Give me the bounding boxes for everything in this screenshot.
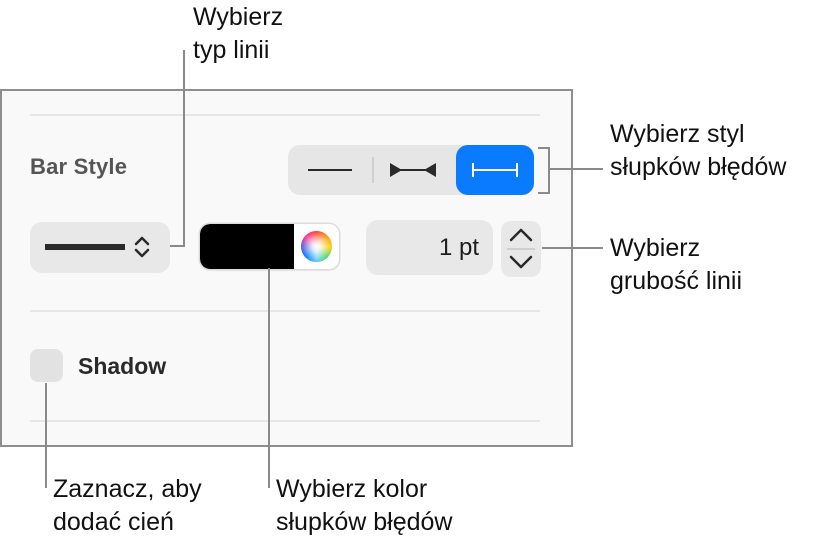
line-width-stepper (501, 221, 541, 277)
bar-style-arrow-ends-button[interactable] (372, 145, 454, 195)
callout-shadow: Zaznacz, aby dodać cień (53, 473, 202, 539)
callout-color-line1: Wybierz kolor (276, 475, 428, 503)
bar-style-line-only-button[interactable] (288, 145, 372, 195)
callout-line-width: Wybierz grubość linii (610, 232, 742, 298)
divider-top (30, 114, 540, 116)
callout-bracket-bottom (538, 192, 550, 194)
callout-line-type: Wybierz typ linii (193, 1, 283, 67)
line-type-popup-button[interactable] (30, 222, 170, 273)
callout-line-type-line2: typ linii (193, 36, 270, 64)
shadow-label[interactable]: Shadow (78, 353, 167, 379)
line-width-decrement-button[interactable] (501, 249, 541, 276)
color-swatch[interactable] (200, 224, 294, 269)
callout-bar-style-line2: słupków błędów (610, 153, 787, 181)
bracket-ends-line-icon (472, 163, 518, 177)
callout-color: Wybierz kolor słupków błędów (276, 473, 453, 539)
callout-bracket-top (538, 147, 550, 149)
color-well[interactable] (200, 224, 339, 269)
callout-line-line-width (542, 247, 603, 249)
callout-bar-style: Wybierz styl słupków błędów (610, 118, 787, 184)
plain-line-icon (308, 169, 352, 171)
callout-line-width-line1: Wybierz (610, 234, 701, 262)
line-width-field[interactable]: 1 pt (366, 220, 493, 275)
callout-bar-style-line1: Wybierz styl (610, 120, 745, 148)
bar-style-label: Bar Style (30, 154, 128, 179)
divider-bottom (30, 420, 540, 422)
line-width-increment-button[interactable] (501, 221, 541, 248)
callout-shadow-line2: dodać cień (53, 508, 174, 536)
divider-middle (30, 310, 540, 312)
chevron-down-icon (509, 255, 533, 269)
callout-line-width-line2: grubość linii (610, 267, 743, 295)
callout-line-type-line1: Wybierz (193, 3, 284, 31)
bar-style-segmented-control (288, 145, 534, 195)
bar-style-bracket-ends-button[interactable] (456, 145, 534, 195)
callout-line-bar-style (550, 168, 603, 170)
callout-bracket-vertical (548, 147, 550, 194)
callout-line-line-type (183, 50, 185, 247)
callout-shadow-line1: Zaznacz, aby (53, 475, 202, 503)
updown-chevron-icon (134, 236, 150, 258)
color-wheel-icon[interactable] (301, 231, 332, 262)
solid-line-sample-icon (45, 244, 125, 250)
callout-color-line2: słupków błędów (276, 508, 453, 536)
callout-line-line-type-elbow (170, 245, 185, 247)
arrow-ends-line-icon (390, 163, 436, 177)
stepper-divider (507, 248, 535, 250)
callout-line-color (268, 268, 270, 488)
chevron-up-icon (509, 228, 533, 242)
callout-line-shadow (45, 383, 47, 488)
segment-separator (372, 157, 374, 183)
shadow-checkbox[interactable] (30, 349, 63, 382)
line-width-value: 1 pt (438, 234, 479, 261)
